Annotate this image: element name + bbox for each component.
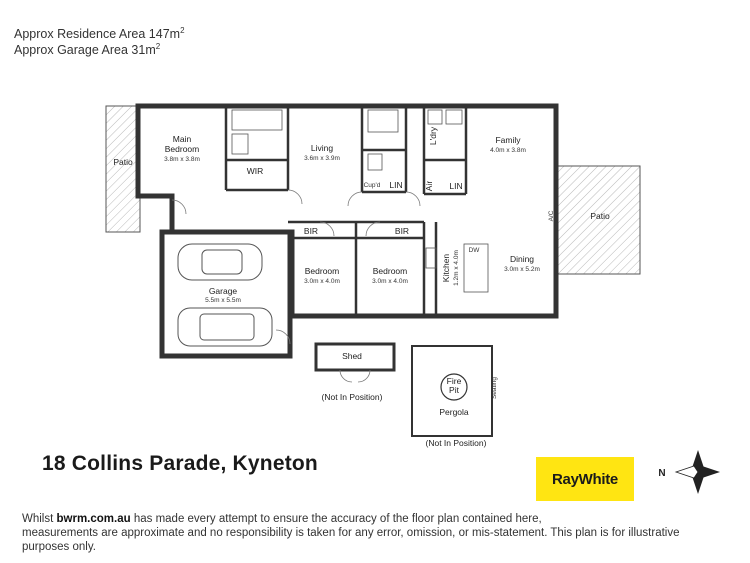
garage-dims: 5.5m x 5.5m	[205, 297, 241, 304]
raywhite-logo: RayWhite	[536, 457, 634, 501]
linen-1-label: LIN	[389, 180, 402, 190]
kitchen-dims: 1.2m x 4.0m	[453, 250, 460, 286]
logo-text: RayWhite	[552, 470, 618, 488]
shed-outline	[314, 342, 396, 372]
laundry-label: L'dry	[428, 126, 438, 145]
air-label: Air	[424, 181, 434, 192]
pergola-name: Pergola	[439, 407, 469, 417]
dining-dims: 3.0m x 5.2m	[504, 266, 540, 273]
door-swings	[171, 189, 421, 345]
family-name: Family	[495, 135, 521, 145]
living-name: Living	[311, 143, 333, 153]
kitchen-name: Kitchen	[441, 254, 451, 283]
fire-pit-icon	[440, 373, 468, 401]
main-bedroom-dims: 3.8m x 3.8m	[164, 156, 200, 163]
garage-area-label: Approx Garage Area 31m2	[14, 42, 161, 58]
residence-area-label: Approx Residence Area 147m2	[14, 26, 185, 42]
fire-pit-line-1: Fire	[447, 376, 462, 386]
garage-name: Garage	[209, 286, 238, 296]
pergola-note: (Not In Position)	[426, 438, 487, 448]
wir-label: WIR	[247, 166, 264, 176]
patio-right-label: Patio	[590, 211, 610, 221]
bedroom-2-dims: 3.0m x 4.0m	[304, 278, 340, 285]
bedroom-2-name: Bedroom	[305, 266, 340, 276]
shed-note: (Not In Position)	[322, 392, 383, 402]
property-address: 18 Collins Parade, Kyneton	[42, 452, 318, 475]
ac-label: A/C	[548, 210, 555, 221]
dishwasher-label: DW	[469, 247, 481, 254]
shed-door-swings	[339, 369, 371, 383]
seating-label: Seating	[491, 377, 498, 399]
disclaimer-text: Whilst bwrm.com.au has made every attemp…	[22, 513, 680, 553]
site-link[interactable]: bwrm.com.au	[56, 513, 131, 525]
compass-icon	[674, 450, 720, 494]
shed-name: Shed	[342, 351, 362, 361]
living-dims: 3.6m x 3.9m	[304, 155, 340, 162]
pergola-outline	[411, 345, 493, 437]
suv-icon	[177, 307, 273, 347]
bedroom-3-name: Bedroom	[373, 266, 408, 276]
fire-pit-line-2: Pit	[449, 385, 460, 395]
main-bedroom-name-1: Main	[173, 134, 192, 144]
patio-left-label: Patio	[113, 157, 133, 167]
car-icon	[177, 243, 263, 281]
bedroom-3-dims: 3.0m x 4.0m	[372, 278, 408, 285]
fixtures	[231, 109, 489, 293]
bir-2-label: BIR	[395, 226, 409, 236]
bir-1-label: BIR	[304, 226, 318, 236]
interior-walls	[224, 106, 468, 316]
main-bedroom-name-2: Bedroom	[165, 144, 200, 154]
dining-name: Dining	[510, 254, 534, 264]
cupboard-label: Cup'd	[364, 182, 381, 189]
compass-north-label: N	[658, 468, 665, 479]
patio-left	[105, 105, 141, 233]
linen-2-label: LIN	[449, 181, 462, 191]
family-dims: 4.0m x 3.8m	[490, 147, 526, 154]
